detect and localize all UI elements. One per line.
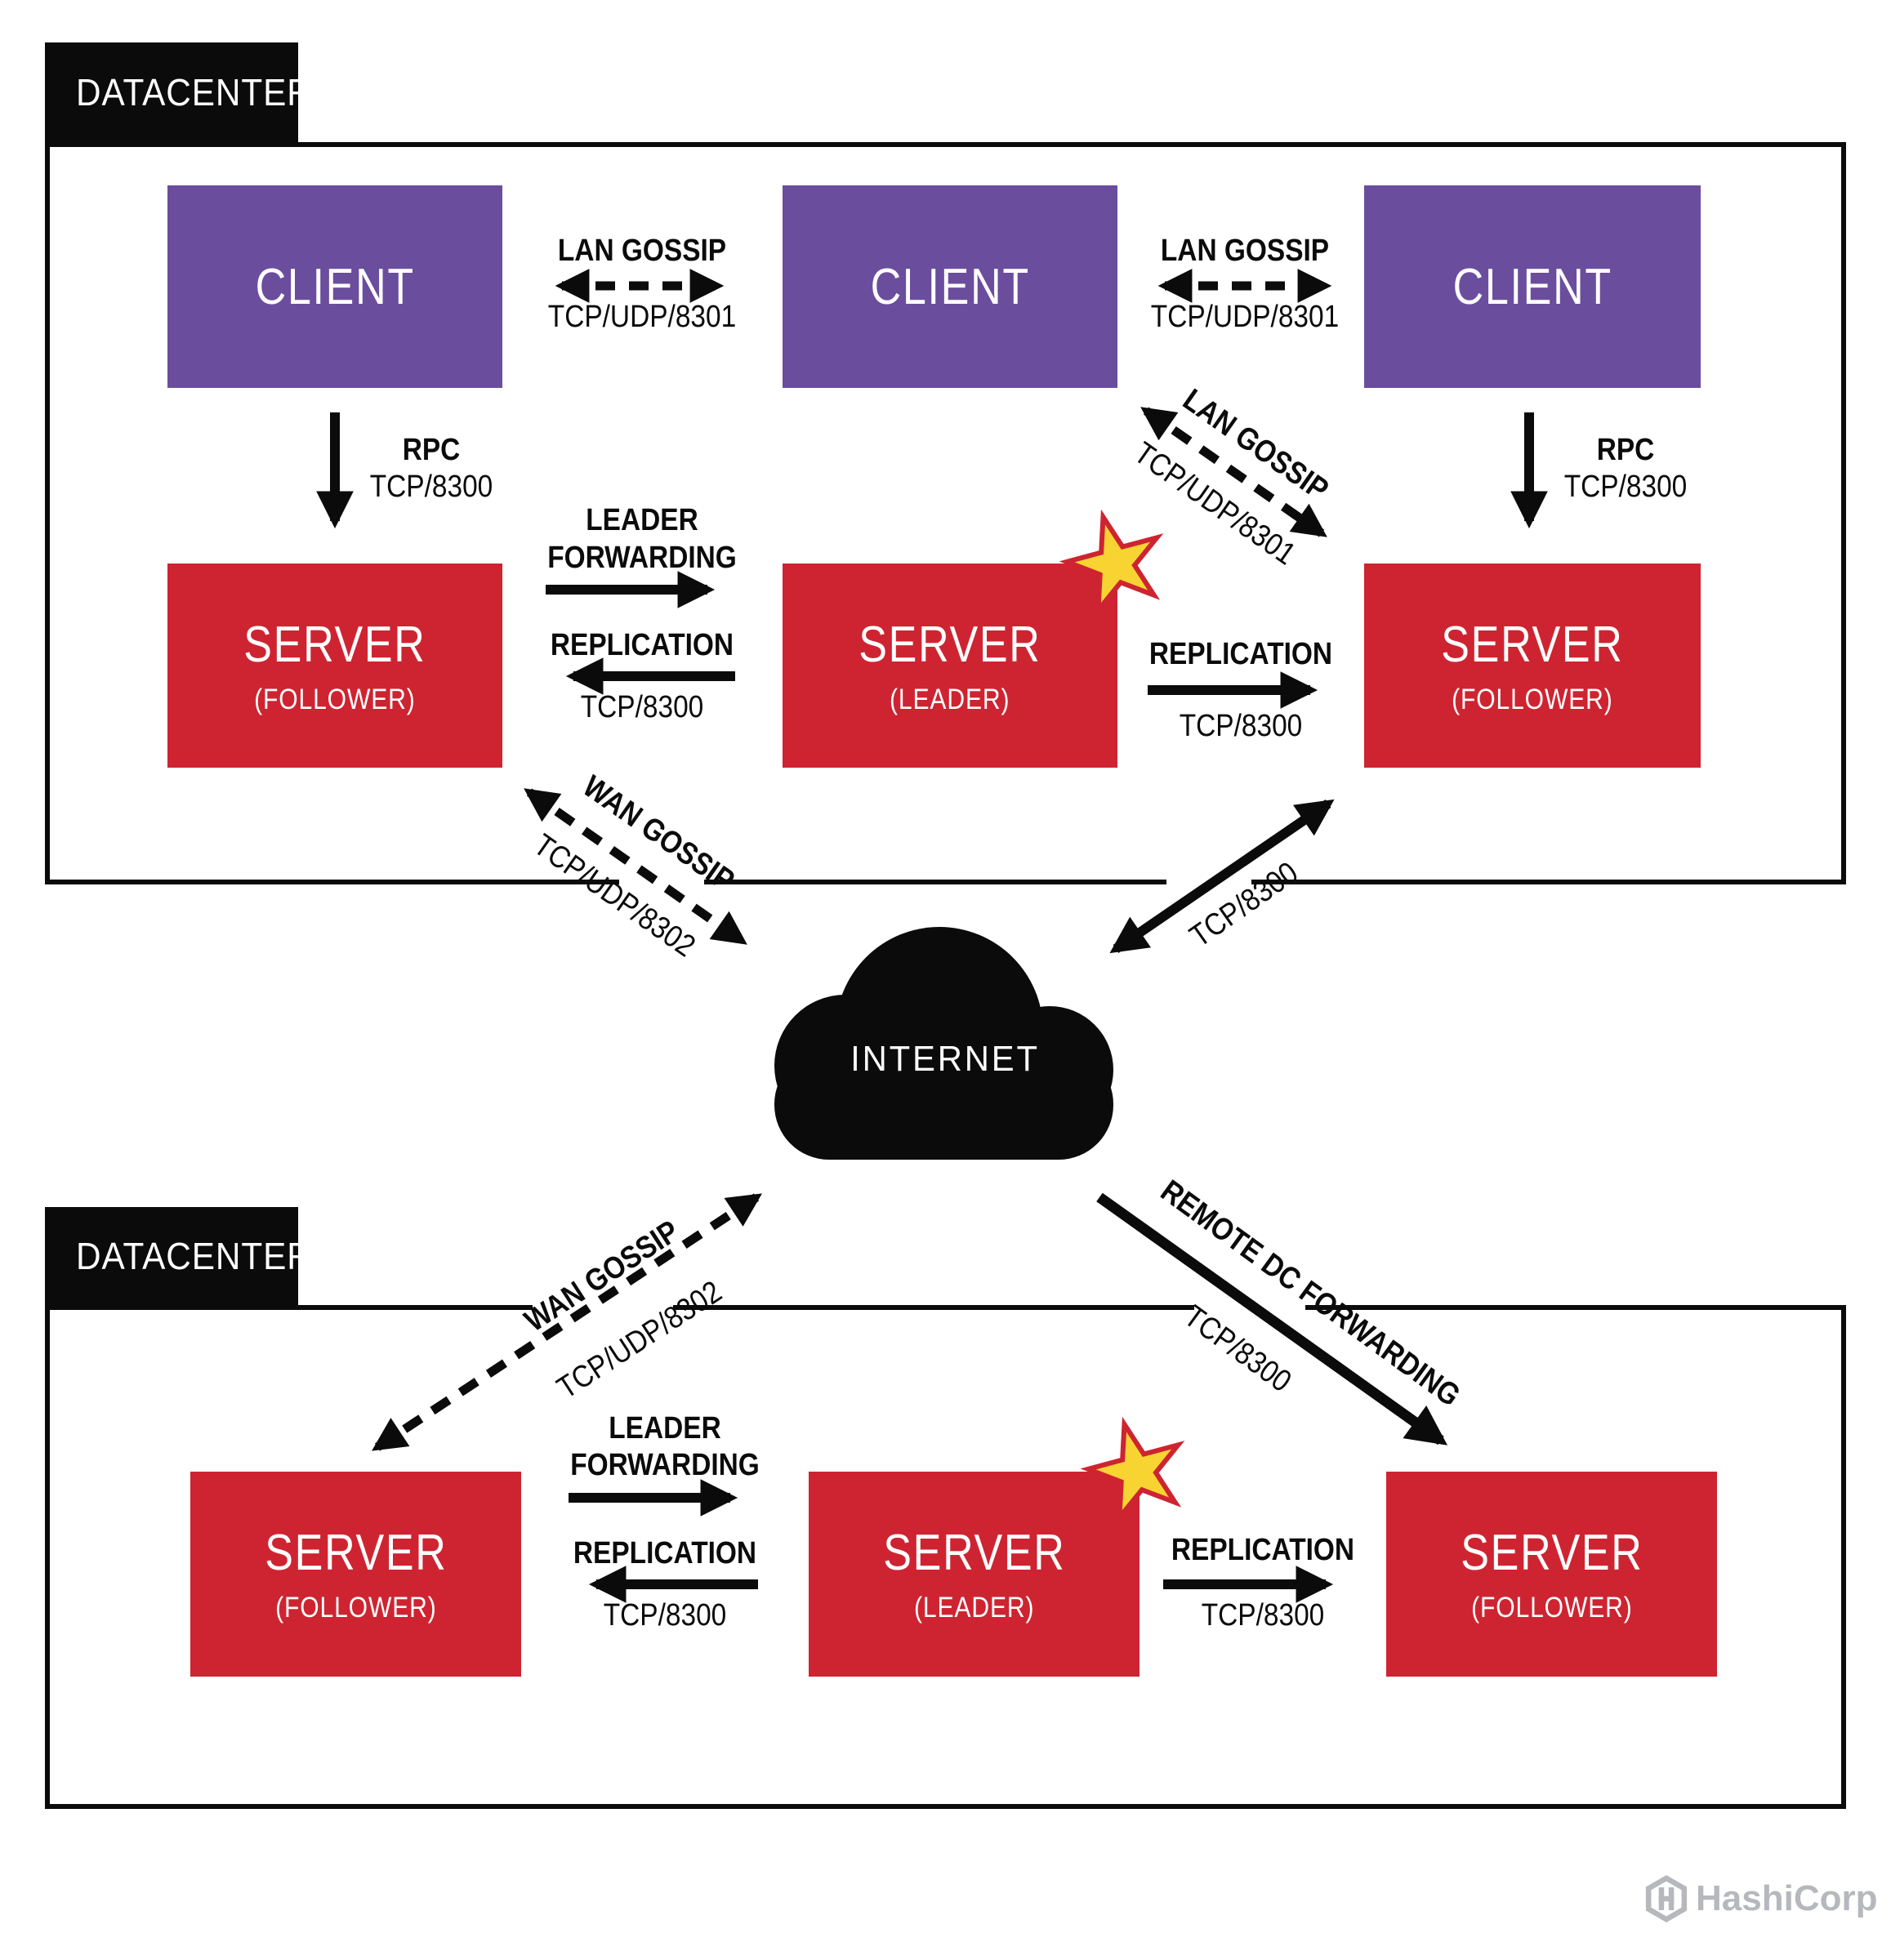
datacenter1-border — [45, 142, 1846, 884]
rpc-left-label: RPC — [402, 433, 461, 467]
dc1-client-1-title: CLIENT — [255, 258, 415, 315]
dc1-client-3-title: CLIENT — [1452, 258, 1612, 315]
datacenter2-border — [45, 1305, 1846, 1809]
dc2-server-leader: SERVER (LEADER) — [809, 1472, 1140, 1677]
dc1-server-3-subtitle: (FOLLOWER) — [1452, 683, 1613, 715]
dc1-replication-right-label: REPLICATION — [1148, 637, 1333, 671]
dc2-server-follower-2: SERVER (FOLLOWER) — [1386, 1472, 1717, 1677]
dc2-replication-right-label: REPLICATION — [1171, 1533, 1355, 1567]
dc1-replication-left-label: REPLICATION — [550, 628, 734, 662]
dc2-replication-right-port: TCP/8300 — [1201, 1598, 1325, 1633]
internet-label: INTERNET — [850, 1039, 1040, 1079]
dc1-client-1: CLIENT — [167, 185, 502, 388]
dc1-server-3-title: SERVER — [1441, 616, 1624, 673]
internet-cloud-dome — [836, 927, 1043, 1134]
rpc-right-port: TCP/8300 — [1563, 470, 1688, 504]
rpc-left-port: TCP/8300 — [369, 470, 493, 504]
hashicorp-wordmark: HashiCorp — [1696, 1878, 1878, 1918]
hashicorp-hexagon-icon — [1645, 1875, 1688, 1922]
datacenter1-label: DATACENTER 1 — [45, 42, 342, 142]
dc1-replication-left-port: TCP/8300 — [580, 690, 704, 724]
datacenter2-label: DATACENTER 2 — [45, 1207, 342, 1305]
dc1-server-1-subtitle: (FOLLOWER) — [254, 683, 416, 715]
dc1-server-leader: SERVER (LEADER) — [783, 564, 1117, 768]
dc1-server-2-title: SERVER — [859, 616, 1041, 673]
dc2-leader-label: LEADER — [609, 1411, 721, 1446]
dc2-replication-left-port: TCP/8300 — [603, 1598, 727, 1633]
dc1-server-follower-1: SERVER (FOLLOWER) — [167, 564, 502, 768]
dc2-server-3-subtitle: (FOLLOWER) — [1470, 1592, 1633, 1624]
dc2-server-follower-1: SERVER (FOLLOWER) — [190, 1472, 521, 1677]
dc1-server-follower-2: SERVER (FOLLOWER) — [1364, 564, 1701, 768]
dc1-replication-right-port: TCP/8300 — [1179, 709, 1303, 743]
dc2-server-2-title: SERVER — [882, 1525, 1066, 1581]
dc2-forwarding-label: FORWARDING — [570, 1448, 760, 1482]
dc1-forwarding-label: FORWARDING — [547, 541, 737, 575]
rpc-right-label: RPC — [1596, 433, 1655, 467]
dc1-leader-label: LEADER — [586, 503, 698, 537]
dc1-server-2-subtitle: (LEADER) — [890, 683, 1010, 715]
lan-gossip-b-label: LAN GOSSIP — [1160, 234, 1330, 268]
lan-gossip-b-port: TCP/UDP/8301 — [1150, 300, 1340, 334]
dc1-client-2-title: CLIENT — [870, 258, 1030, 315]
dc2-server-3-title: SERVER — [1460, 1525, 1643, 1581]
dc1-client-2: CLIENT — [783, 185, 1117, 388]
lan-gossip-a-label: LAN GOSSIP — [557, 234, 727, 268]
dc2-server-1-subtitle: (FOLLOWER) — [274, 1592, 437, 1624]
dc1-client-3: CLIENT — [1364, 185, 1701, 388]
hashicorp-logo: HashiCorp — [1643, 1875, 1877, 1922]
lan-gossip-a-port: TCP/UDP/8301 — [547, 300, 737, 334]
datacenter2-label-text: DATACENTER 2 — [76, 1235, 343, 1277]
datacenter1-label-text: DATACENTER 1 — [76, 71, 343, 114]
dc2-replication-left-label: REPLICATION — [573, 1536, 757, 1570]
dc2-server-1-title: SERVER — [264, 1525, 448, 1581]
dc2-server-2-subtitle: (LEADER) — [913, 1592, 1035, 1624]
dc1-server-1-title: SERVER — [243, 616, 426, 673]
